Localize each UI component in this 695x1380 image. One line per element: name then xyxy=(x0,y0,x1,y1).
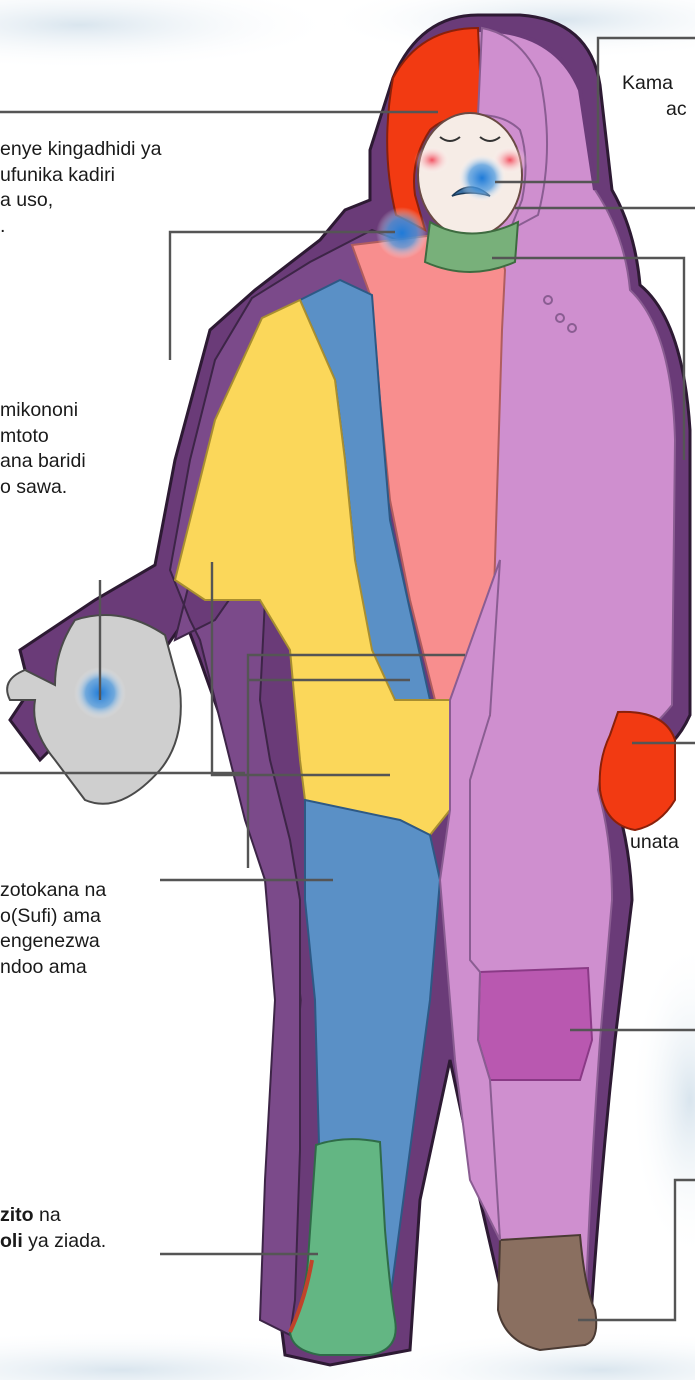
brown-boot xyxy=(498,1235,596,1350)
knee-patch xyxy=(478,968,592,1080)
cold-spot-nose xyxy=(458,154,506,202)
right-mitten xyxy=(600,712,675,830)
left-cheek xyxy=(414,146,450,174)
